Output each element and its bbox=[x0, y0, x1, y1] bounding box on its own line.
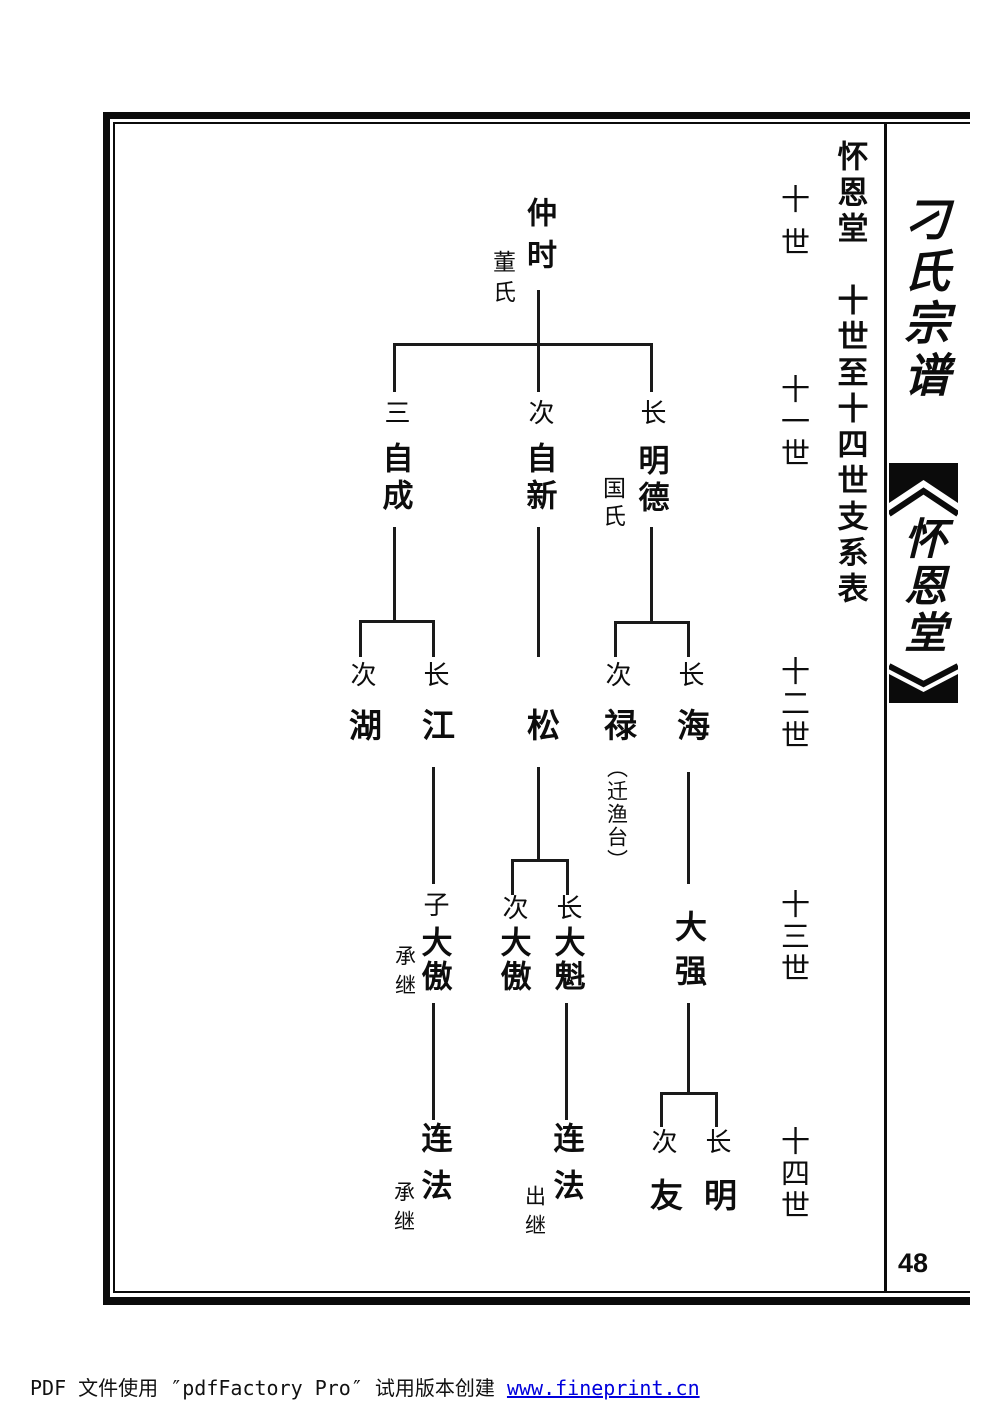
page-number: 48 bbox=[898, 1248, 929, 1278]
connector-line bbox=[537, 290, 540, 343]
connector-line bbox=[650, 343, 653, 392]
connector-line bbox=[393, 343, 396, 392]
node-daao: 大傲 bbox=[495, 926, 531, 994]
node-lianfa-adopted: 连法 bbox=[416, 1122, 452, 1216]
generation-marker-13: 十三世 bbox=[776, 889, 809, 985]
connector-line bbox=[537, 767, 540, 861]
connector-line bbox=[614, 621, 617, 657]
order-label: 长 bbox=[553, 894, 582, 920]
connector-line bbox=[687, 621, 690, 657]
banner-ornament-bottom bbox=[889, 663, 958, 703]
generation-marker-11: 十一世 bbox=[776, 374, 809, 470]
connector-line bbox=[566, 859, 569, 895]
node-ming: 明 bbox=[698, 1178, 735, 1211]
watermark-link[interactable]: www.fineprint.cn bbox=[506, 1376, 700, 1400]
generation-marker-14: 十四世 bbox=[776, 1126, 809, 1222]
node-daao-adopted: 大傲 bbox=[416, 926, 452, 994]
order-label: 次 bbox=[525, 399, 554, 425]
node-hai: 海 bbox=[671, 708, 708, 741]
watermark-text: PDF 文件使用 ″pdfFactory Pro″ 试用版本创建 bbox=[30, 1376, 507, 1400]
note-moved-to-yutai: （迁渔台） bbox=[604, 757, 629, 872]
order-label: 子 bbox=[420, 891, 449, 917]
connector-line bbox=[393, 527, 396, 621]
order-label: 长 bbox=[675, 661, 704, 687]
connector-line bbox=[660, 1092, 663, 1127]
node-jiang: 江 bbox=[416, 708, 453, 741]
order-label: 三 bbox=[381, 399, 410, 425]
connector-line bbox=[537, 527, 540, 657]
connector-line bbox=[511, 859, 514, 895]
node-you: 友 bbox=[644, 1178, 681, 1211]
page-frame-inner bbox=[113, 122, 970, 1293]
node-mingde: 明德 bbox=[633, 444, 669, 518]
connector-line bbox=[537, 343, 540, 392]
spouse-guoshi: 国氏 bbox=[599, 476, 625, 532]
spouse-dongshi: 董氏 bbox=[489, 250, 515, 310]
connector-line bbox=[715, 1092, 718, 1127]
connector-line bbox=[359, 620, 362, 657]
connector-bar bbox=[359, 620, 435, 623]
connector-line bbox=[650, 527, 653, 622]
connector-line bbox=[432, 767, 435, 884]
node-hu: 湖 bbox=[343, 708, 380, 741]
order-label: 次 bbox=[648, 1128, 677, 1154]
node-zicheng: 自成 bbox=[377, 442, 413, 516]
order-label: 长 bbox=[637, 399, 666, 425]
generation-marker-12: 十二世 bbox=[776, 656, 809, 752]
generation-marker-10: 十世 bbox=[776, 184, 809, 270]
connector-line bbox=[687, 1003, 690, 1094]
node-song: 松 bbox=[521, 708, 558, 741]
node-lu: 禄 bbox=[598, 708, 635, 741]
connector-line bbox=[687, 772, 690, 884]
chart-title: 怀恩堂 十世至十四世支系表 bbox=[832, 140, 868, 608]
note-chengji: 承继 bbox=[391, 1181, 416, 1239]
connector-bar bbox=[511, 859, 569, 862]
banner-ornament-top bbox=[889, 463, 958, 517]
connector-line bbox=[565, 1003, 568, 1120]
pdf-watermark: PDF 文件使用 ″pdfFactory Pro″ 试用版本创建 www.fin… bbox=[30, 1372, 700, 1401]
order-label: 长 bbox=[702, 1128, 731, 1154]
node-zhongshi: 仲时 bbox=[522, 197, 555, 281]
note-chengji: 承继 bbox=[392, 945, 417, 1003]
node-dakui: 大魁 bbox=[549, 926, 585, 994]
connector-line bbox=[432, 1003, 435, 1120]
connector-line bbox=[432, 620, 435, 657]
connector-bar bbox=[660, 1092, 718, 1095]
book-title: 刁氏宗谱 bbox=[898, 195, 949, 403]
node-zixin: 自新 bbox=[521, 442, 557, 516]
connector-bar bbox=[393, 343, 652, 346]
node-daqiang: 大强 bbox=[671, 910, 707, 998]
connector-bar bbox=[614, 621, 690, 624]
note-chuji: 出继 bbox=[522, 1185, 547, 1243]
margin-divider-line bbox=[884, 124, 887, 1291]
order-label: 次 bbox=[347, 661, 376, 687]
order-label: 长 bbox=[420, 661, 449, 687]
order-label: 次 bbox=[499, 894, 528, 920]
node-lianfa: 连法 bbox=[548, 1122, 584, 1216]
hall-banner-title: 怀恩堂 bbox=[897, 516, 945, 657]
page-frame-outer bbox=[103, 112, 970, 1305]
order-label: 次 bbox=[602, 661, 631, 687]
